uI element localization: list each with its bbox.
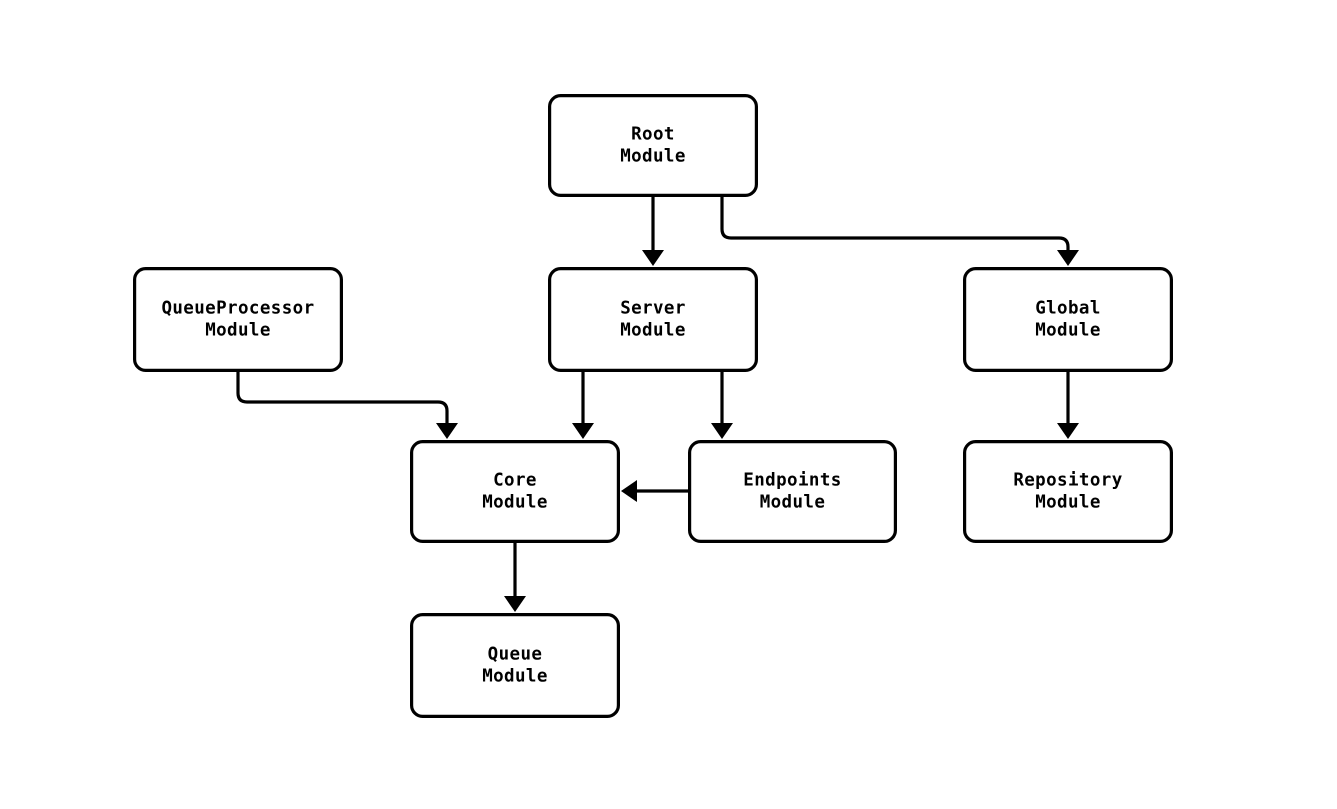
- node-box[interactable]: [962, 440, 1173, 544]
- edge-root-to-global: [720, 197, 1079, 266]
- arrow-head-icon: [642, 250, 664, 266]
- node-label-line1: Root: [631, 125, 675, 145]
- node-label-line2: Module: [205, 321, 271, 341]
- node-label-line1: Global: [1035, 299, 1101, 319]
- arrow-head-icon: [621, 480, 637, 502]
- node-box[interactable]: [687, 440, 897, 544]
- edge-queueprocessor-to-core: [236, 372, 458, 439]
- edge-core-to-queue: [504, 543, 526, 612]
- node-box[interactable]: [547, 93, 758, 198]
- node-box[interactable]: [962, 267, 1173, 373]
- edge-server-to-core: [572, 372, 594, 439]
- edge-line: [720, 197, 1070, 250]
- node-label-line1: Endpoints: [743, 471, 841, 491]
- node-label-line1: Repository: [1013, 471, 1122, 491]
- node-label-line1: Queue: [488, 645, 543, 665]
- node-label-line2: Module: [760, 493, 826, 513]
- node-box[interactable]: [410, 440, 621, 544]
- node-label-line2: Module: [620, 147, 686, 167]
- arrow-head-icon: [1057, 423, 1079, 439]
- node-label-line2: Module: [1035, 493, 1101, 513]
- node-box[interactable]: [547, 267, 758, 373]
- edge-server-to-endpoints: [711, 372, 733, 439]
- arrow-head-icon: [1057, 250, 1079, 266]
- arrow-head-icon: [504, 596, 526, 612]
- node-box[interactable]: [133, 267, 344, 373]
- node-label-line2: Module: [620, 321, 686, 341]
- nodes-layer: RootModuleQueueProcessorModuleServerModu…: [133, 93, 1173, 718]
- node-label-line1: Core: [493, 471, 537, 491]
- edges-layer: [236, 197, 1079, 612]
- node-label-line2: Module: [1035, 321, 1101, 341]
- edge-global-to-repository: [1057, 372, 1079, 439]
- edge-endpoints-to-core: [621, 480, 688, 502]
- node-label-line1: QueueProcessor: [161, 299, 314, 319]
- arrow-head-icon: [711, 423, 733, 439]
- edge-root-to-server: [642, 197, 664, 266]
- arrow-head-icon: [436, 423, 458, 439]
- node-label-line1: Server: [620, 299, 686, 319]
- node-label-line2: Module: [482, 493, 548, 513]
- edge-line: [236, 372, 449, 423]
- node-label-line2: Module: [482, 667, 548, 687]
- node-box[interactable]: [410, 612, 621, 718]
- arrow-head-icon: [572, 423, 594, 439]
